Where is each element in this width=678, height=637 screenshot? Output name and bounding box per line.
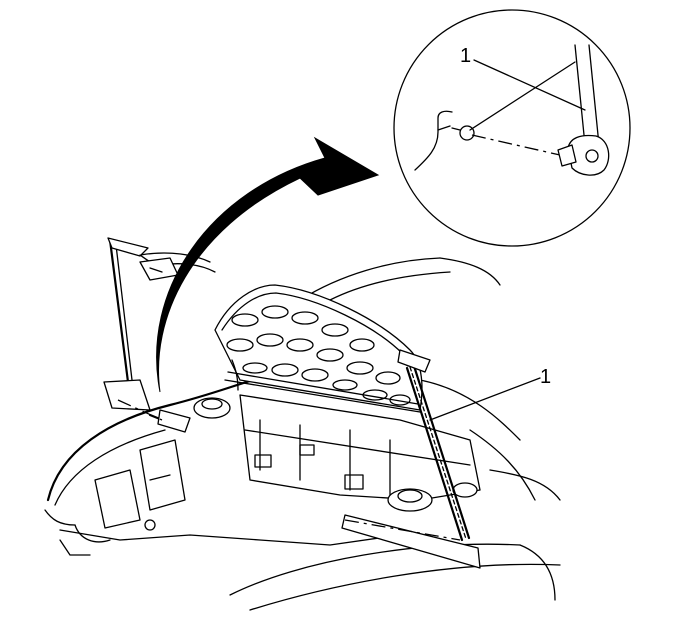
left-hood-strut [103,237,191,433]
main-callout: 1 [429,366,551,421]
hood-panel [214,284,423,413]
detail-callout-label: 1 [460,45,471,67]
hood-honeycomb [226,305,411,406]
detail-inset: 1 [393,9,631,247]
main-callout-label: 1 [540,366,551,388]
removal-arrow [156,136,380,393]
right-hood-strut [341,349,481,569]
vehicle-body [44,252,561,611]
